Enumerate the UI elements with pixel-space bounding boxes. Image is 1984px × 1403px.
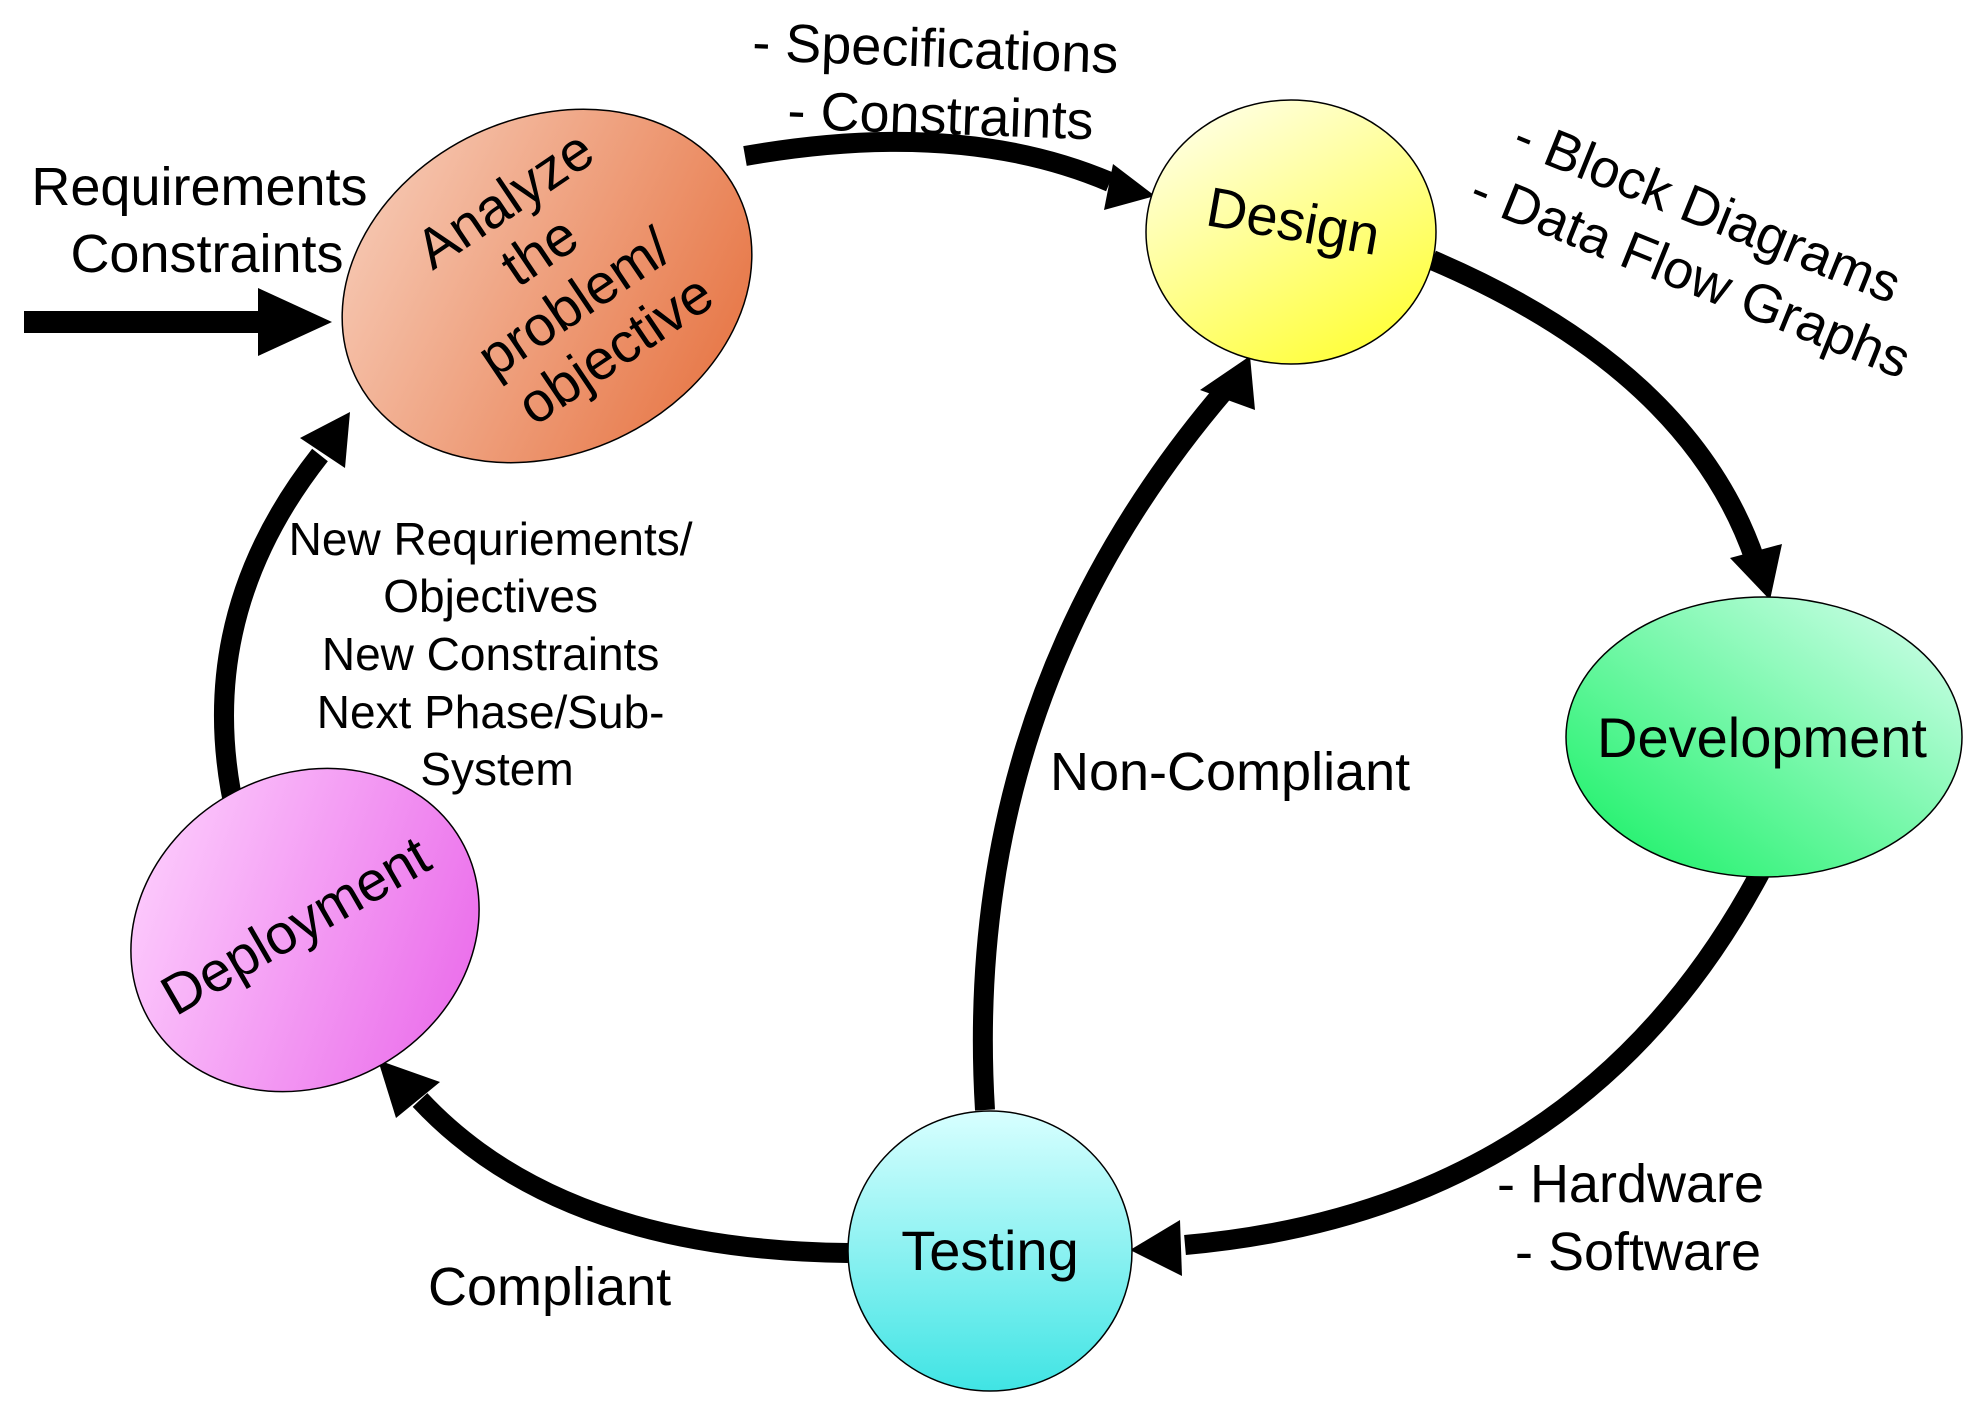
arrow-testing-to-deployment bbox=[378, 1060, 849, 1263]
arrows bbox=[24, 131, 1782, 1276]
arrow-analyze-to-design bbox=[743, 131, 1155, 210]
design-to-development-label: - Block Diagrams - Data Flow Graphs bbox=[1462, 98, 1943, 390]
node-design: Design bbox=[1145, 99, 1437, 365]
node-testing: Testing bbox=[847, 1110, 1133, 1392]
node-development: Development bbox=[1565, 596, 1963, 878]
development-to-testing-label: - Hardware - Software bbox=[1497, 1154, 1779, 1282]
arrow-deployment-to-analyze bbox=[214, 412, 350, 819]
node-analyze: Analyze the problem/ objective bbox=[341, 108, 753, 464]
node-deployment: Deployment bbox=[130, 767, 480, 1093]
non-compliant-label: Non-Compliant bbox=[1050, 742, 1410, 802]
arrow-testing-to-design bbox=[972, 356, 1255, 1111]
compliant-label: Compliant bbox=[428, 1257, 671, 1317]
input-label: Requirements Constraints bbox=[31, 157, 382, 284]
arrow-development-to-testing bbox=[1130, 868, 1769, 1276]
node-development-label: Development bbox=[1597, 706, 1927, 769]
deployment-to-analyze-label: New Requriements/ Objectives New Constra… bbox=[289, 513, 706, 795]
analyze-to-design-label: - Specifications - Constraints bbox=[749, 12, 1134, 152]
arrow-design-to-development bbox=[1428, 250, 1782, 600]
input-arrow bbox=[24, 288, 332, 356]
node-testing-label: Testing bbox=[901, 1219, 1078, 1282]
